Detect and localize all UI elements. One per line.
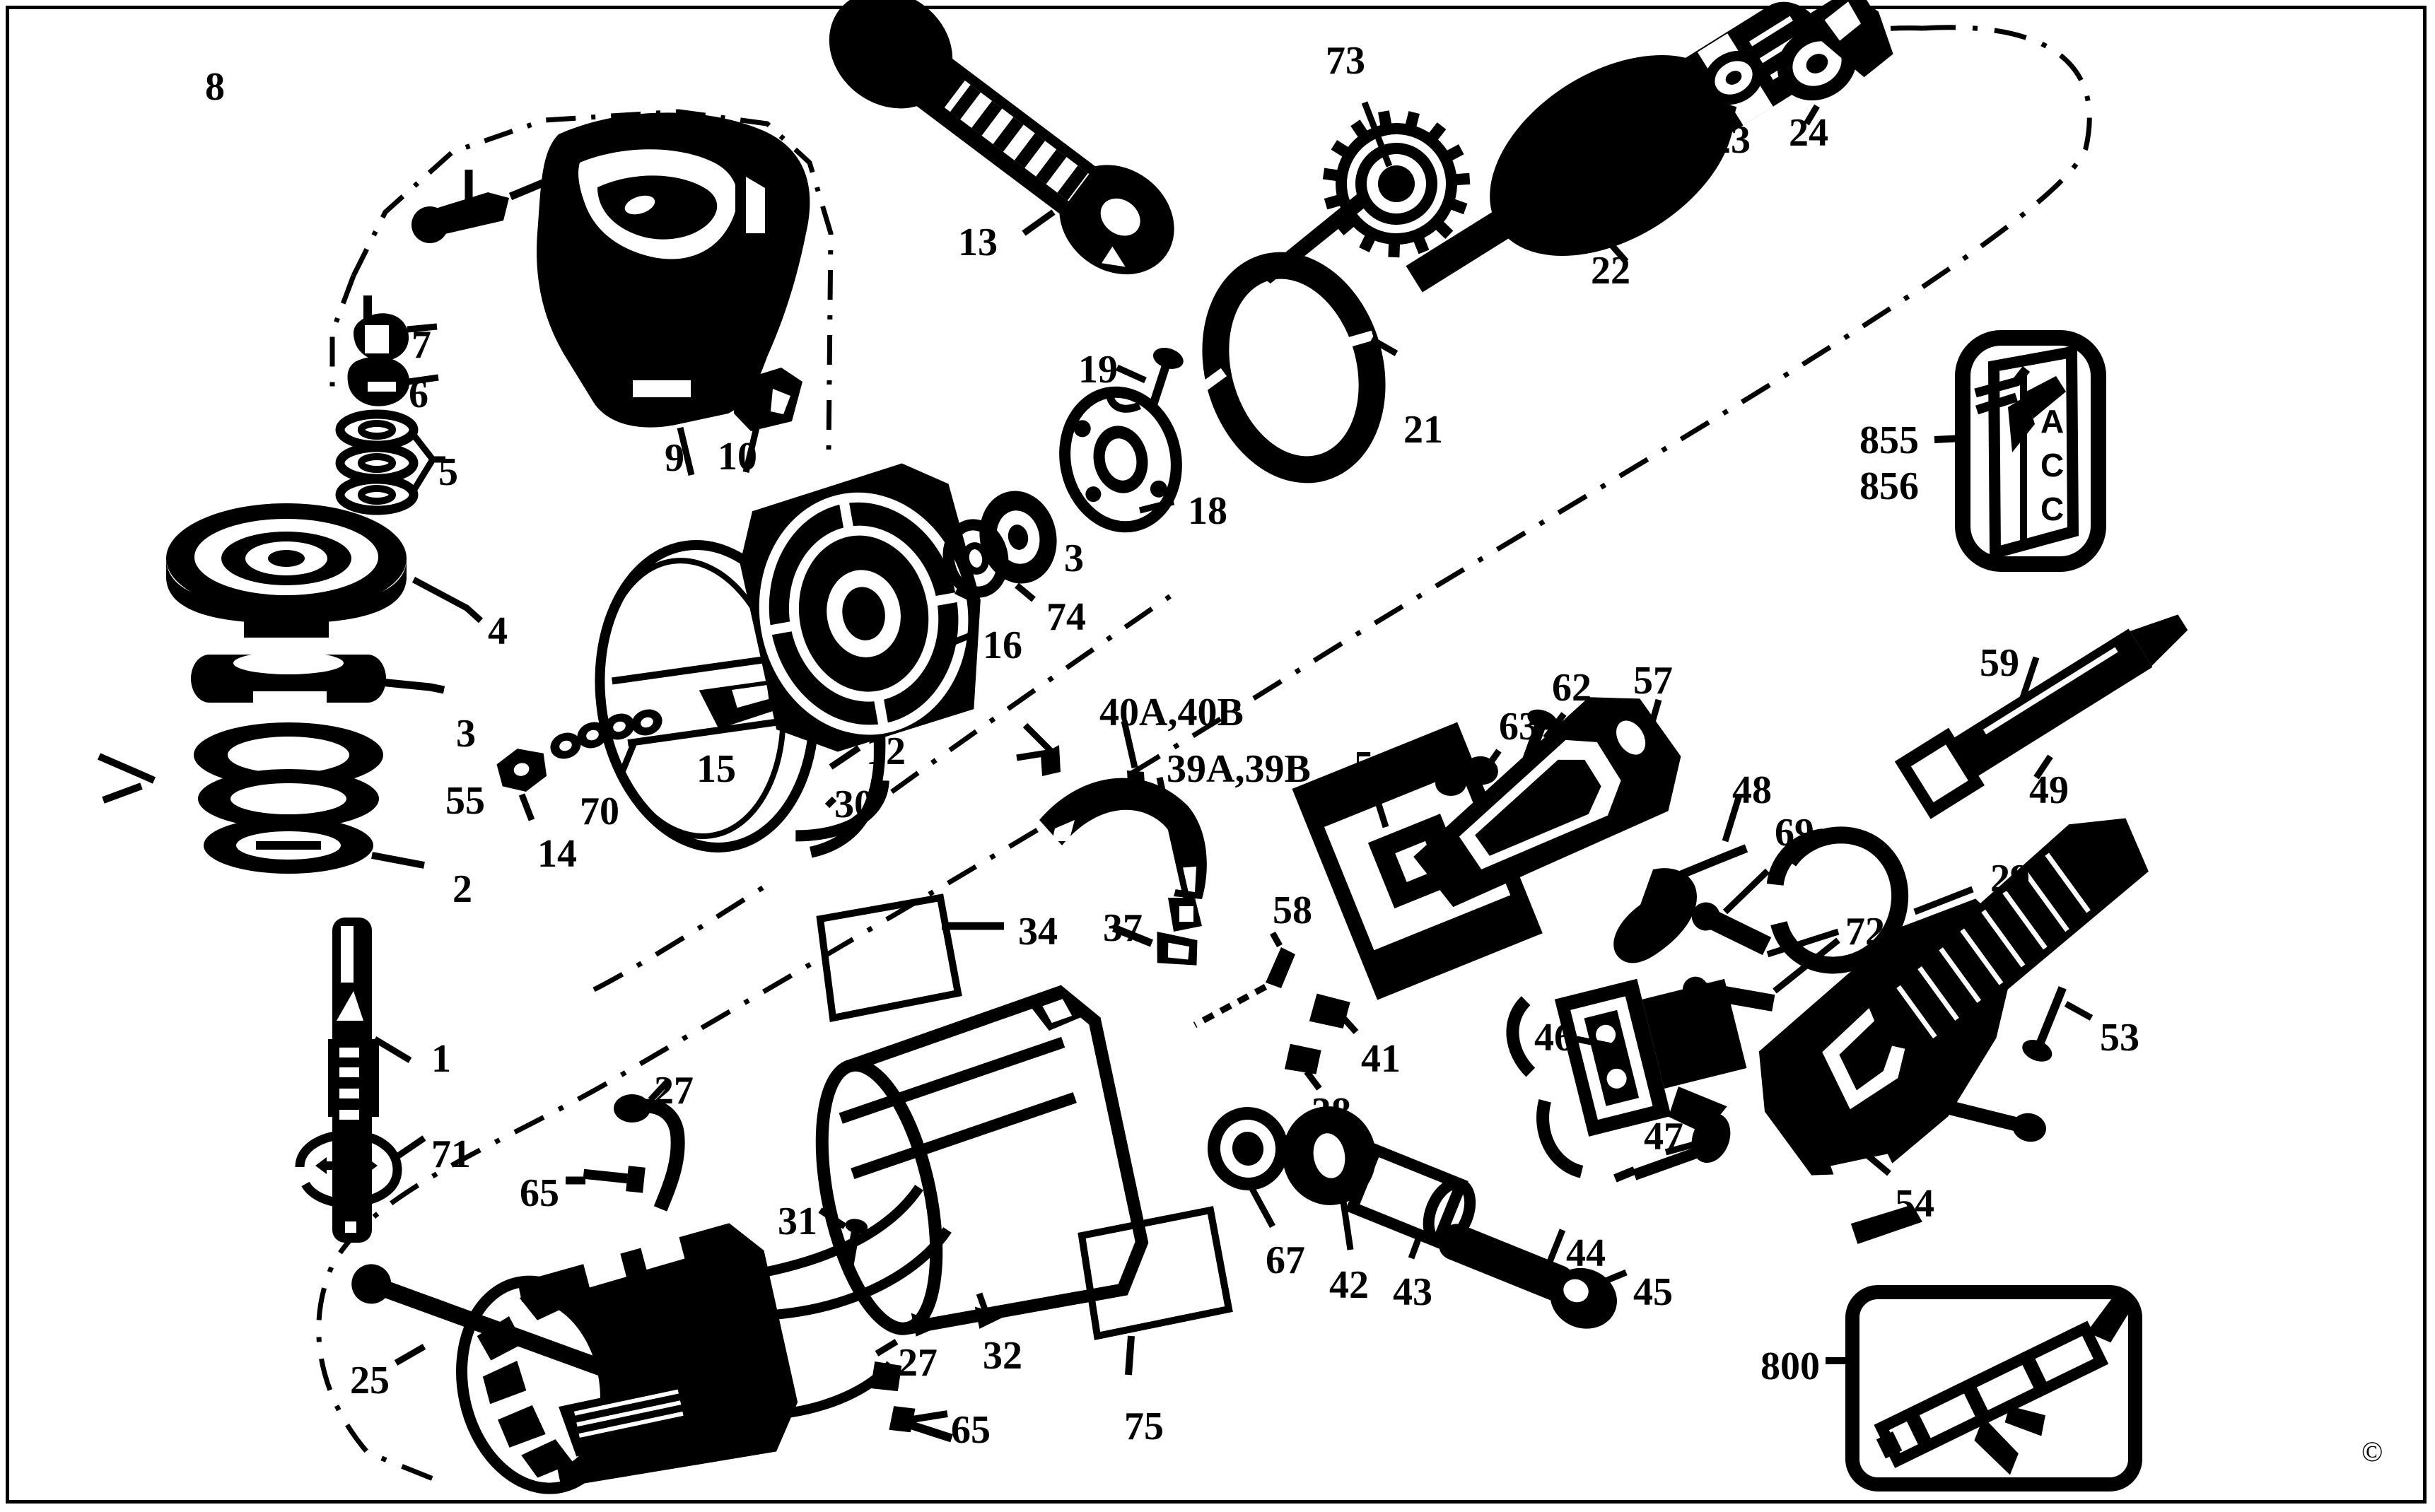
callout-37: 37 xyxy=(1103,906,1143,950)
callout-12: 12 xyxy=(866,729,906,773)
callout-856: 856 xyxy=(1859,464,1919,508)
callout-63: 63 xyxy=(1499,705,1538,749)
svg-text:C: C xyxy=(2040,491,2064,527)
callout-67: 67 xyxy=(1266,1238,1305,1282)
callout-65: 65 xyxy=(520,1171,559,1215)
callout-58: 58 xyxy=(1273,889,1312,932)
callout-48: 48 xyxy=(1732,768,1772,812)
callout-59: 59 xyxy=(1980,641,2019,685)
callout-38: 38 xyxy=(1312,1090,1351,1134)
callout-24: 24 xyxy=(1789,111,1828,155)
callout-45: 45 xyxy=(1633,1270,1673,1314)
callout-69: 69 xyxy=(1775,811,1814,855)
callout-22: 22 xyxy=(1591,249,1630,293)
callout-7: 7 xyxy=(411,323,431,367)
callout-25: 25 xyxy=(350,1359,390,1402)
callout-5: 5 xyxy=(438,450,458,494)
callout-62: 62 xyxy=(1552,666,1592,710)
callout-53: 53 xyxy=(2100,1016,2139,1060)
callout-40A,40B: 40A,40B xyxy=(1099,691,1244,734)
callout-15: 15 xyxy=(696,747,736,791)
callout-43: 43 xyxy=(1393,1270,1432,1314)
callout-57: 57 xyxy=(1633,659,1673,703)
callout-855: 855 xyxy=(1859,418,1919,462)
callout-49: 49 xyxy=(2029,768,2069,812)
callout-27b: 27 xyxy=(898,1341,938,1385)
callout-65b: 65 xyxy=(951,1408,991,1452)
callout-42: 42 xyxy=(1329,1263,1369,1307)
callout-3b: 3 xyxy=(456,712,476,756)
callout-70: 70 xyxy=(580,790,619,833)
callout-46: 46 xyxy=(1534,1016,1574,1060)
callout-29: 29 xyxy=(1990,857,2030,901)
callout-55: 55 xyxy=(445,779,485,823)
callout-1: 1 xyxy=(431,1037,451,1081)
callout-73: 73 xyxy=(1326,39,1365,83)
callout-19: 19 xyxy=(1078,348,1118,392)
callout-30: 30 xyxy=(834,783,874,826)
callout-3: 3 xyxy=(1064,537,1084,580)
callout-71: 71 xyxy=(431,1132,471,1176)
callout-31: 31 xyxy=(778,1200,817,1243)
svg-text:C: C xyxy=(2040,447,2064,484)
callout-54: 54 xyxy=(1354,744,1394,787)
callout-6: 6 xyxy=(409,373,428,416)
callout-8: 8 xyxy=(205,65,225,109)
callout-72: 72 xyxy=(1845,910,1885,954)
callout-34: 34 xyxy=(1018,910,1058,954)
svg-text:A: A xyxy=(2040,403,2064,440)
callout-47: 47 xyxy=(1644,1115,1683,1159)
callout-4: 4 xyxy=(488,609,508,653)
callout-32: 32 xyxy=(983,1334,1022,1378)
callout-39A,39B: 39A,39B xyxy=(1167,747,1311,791)
callout-9: 9 xyxy=(665,436,684,480)
callout-23: 23 xyxy=(1711,118,1751,162)
copyright-symbol: © xyxy=(2361,1436,2383,1467)
callout-14: 14 xyxy=(537,832,577,876)
callout-21: 21 xyxy=(1403,408,1443,452)
callout-27: 27 xyxy=(654,1069,694,1113)
callout-74: 74 xyxy=(1046,595,1086,639)
callout-800: 800 xyxy=(1760,1344,1820,1388)
callout-26: 26 xyxy=(732,1401,771,1445)
callout-16: 16 xyxy=(983,623,1022,667)
callout-41: 41 xyxy=(1361,1037,1401,1081)
callout-2: 2 xyxy=(452,867,472,911)
callout-18: 18 xyxy=(1188,489,1227,533)
callout-64: 64 xyxy=(1428,744,1468,787)
callout-44: 44 xyxy=(1566,1231,1606,1275)
callout-13: 13 xyxy=(958,221,998,264)
callout-75: 75 xyxy=(1124,1405,1164,1448)
callout-54b: 54 xyxy=(1895,1182,1934,1226)
callout-10: 10 xyxy=(718,435,757,479)
